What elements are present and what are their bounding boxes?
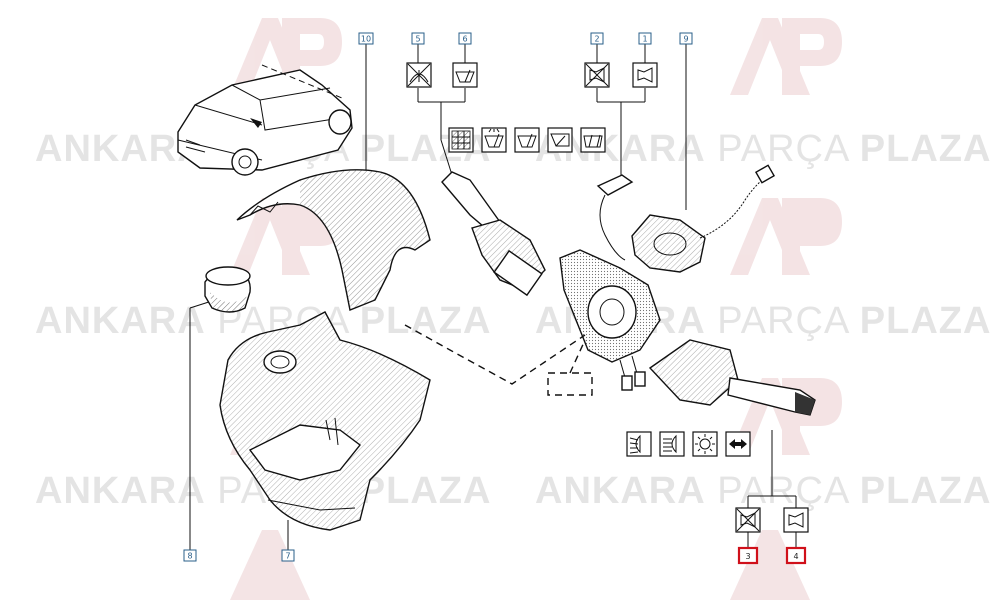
rotary-contact-unit bbox=[631, 164, 776, 273]
horn-icon-bottom bbox=[783, 507, 809, 533]
vehicle-illustration bbox=[177, 64, 353, 176]
watermark-layer: ANKARA PARÇA PLAZA ANKARA PARÇA PLAZA AN… bbox=[35, 18, 991, 600]
symbol-group-horn-top bbox=[584, 62, 658, 88]
callout-5[interactable]: 5 bbox=[411, 32, 425, 45]
upper-column-shroud bbox=[236, 169, 431, 311]
light-sensor-icon bbox=[692, 431, 718, 457]
wiper-wash-icon bbox=[481, 127, 507, 153]
rear-defrost-grid-icon bbox=[448, 127, 474, 153]
high-beam-icon bbox=[659, 431, 685, 457]
svg-text:10: 10 bbox=[361, 35, 371, 44]
lower-column-shroud bbox=[219, 311, 431, 531]
symbol-group-light-modes bbox=[626, 431, 751, 457]
wiper-stalk-switch bbox=[441, 171, 546, 297]
callout-1[interactable]: 1 bbox=[638, 32, 652, 45]
svg-text:7: 7 bbox=[285, 552, 290, 561]
no-wash-wiper-icon bbox=[406, 62, 432, 88]
wiper-intermittent-icon bbox=[547, 127, 573, 153]
lighting-stalk-switch bbox=[648, 339, 816, 416]
no-horn-icon-bottom bbox=[735, 507, 761, 533]
callout-2[interactable]: 2 bbox=[590, 32, 604, 45]
wiper-mode-icon bbox=[514, 127, 540, 153]
svg-text:3: 3 bbox=[745, 552, 750, 561]
svg-text:1: 1 bbox=[642, 35, 647, 44]
wiper-icon bbox=[452, 62, 478, 88]
callout-10[interactable]: 10 bbox=[358, 32, 374, 45]
grommet-part bbox=[204, 266, 251, 313]
horn-icon bbox=[632, 62, 658, 88]
no-horn-icon bbox=[584, 62, 610, 88]
svg-text:ANKARA PARÇA PLAZA: ANKARA PARÇA PLAZA bbox=[535, 470, 991, 512]
svg-text:4: 4 bbox=[793, 552, 798, 561]
low-beam-icon bbox=[626, 431, 652, 457]
steering-switch-housing bbox=[559, 249, 661, 391]
watermark-text-row-2: ANKARA PARÇA PLAZA ANKARA PARÇA PLAZA bbox=[35, 300, 990, 342]
callout-6[interactable]: 6 bbox=[458, 32, 472, 45]
wiper-double-icon bbox=[580, 127, 606, 153]
callout-8[interactable]: 8 bbox=[183, 549, 197, 562]
callout-4-highlighted[interactable]: 4 bbox=[785, 546, 807, 565]
callout-9[interactable]: 9 bbox=[679, 32, 693, 45]
dashed-assembly-lines bbox=[404, 324, 593, 396]
horn-connector bbox=[596, 174, 634, 261]
callout-7[interactable]: 7 bbox=[281, 549, 295, 562]
symbol-group-horn-bottom bbox=[735, 507, 809, 533]
direction-arrows-icon bbox=[725, 431, 751, 457]
symbol-group-wiper-modes bbox=[448, 127, 606, 153]
svg-text:8: 8 bbox=[187, 552, 192, 561]
callout-labels: 10 5 6 2 1 9 8 7 bbox=[183, 32, 807, 565]
svg-text:9: 9 bbox=[683, 35, 688, 44]
callout-3-highlighted[interactable]: 3 bbox=[737, 546, 759, 565]
symbol-group-wiper-top bbox=[406, 62, 478, 88]
watermark-text-row-3: ANKARA PARÇA PLAZA ANKARA PARÇA PLAZA bbox=[35, 470, 991, 512]
svg-text:6: 6 bbox=[462, 35, 467, 44]
svg-text:5: 5 bbox=[415, 35, 420, 44]
svg-text:2: 2 bbox=[594, 35, 599, 44]
